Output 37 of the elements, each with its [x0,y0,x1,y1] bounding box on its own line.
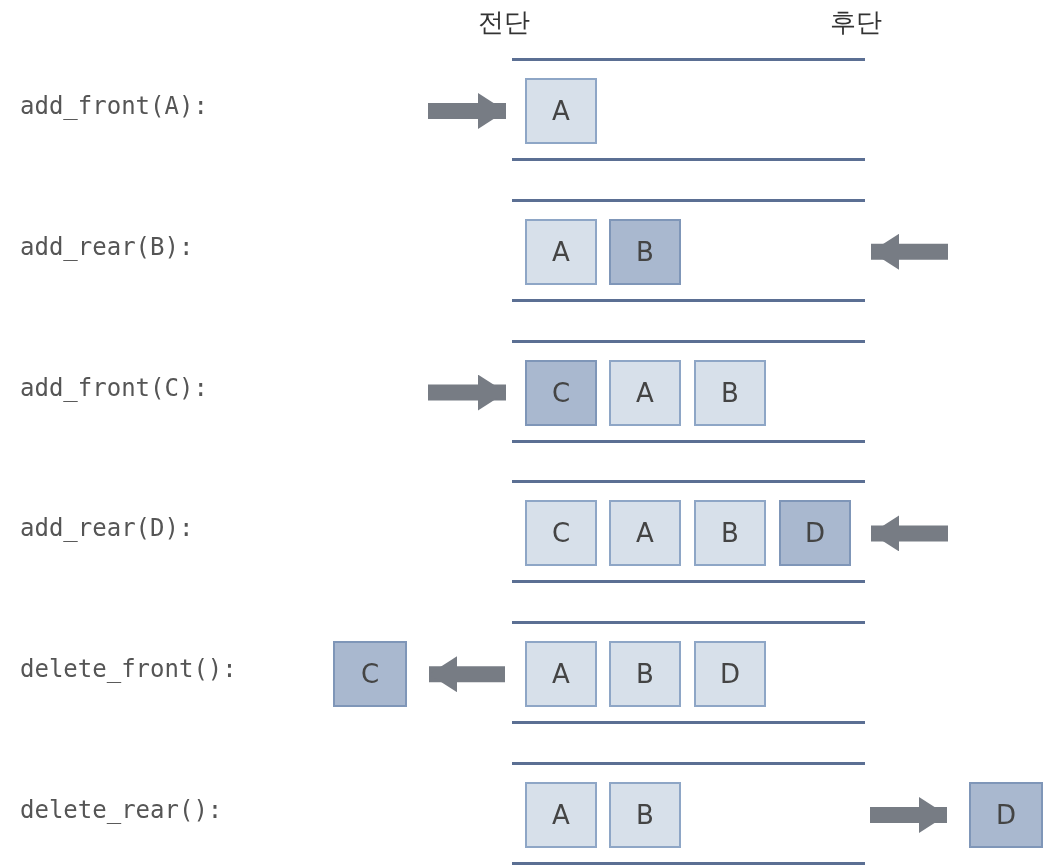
element-box: A [609,500,681,567]
element-box: C [333,641,407,708]
deque-band [512,58,865,161]
operation-label: add_front(C): [20,373,208,402]
element-box: A [609,359,681,426]
arrow [428,374,506,411]
element-box: B [609,218,681,285]
arrow [428,93,506,129]
element-box: D [969,782,1043,848]
element-box: B [609,782,681,848]
deque-band [512,621,865,725]
deque-band [512,480,865,584]
arrow [871,233,948,270]
operation-label: add_rear(B): [20,232,194,261]
arrow [870,797,947,833]
deque-band [512,198,865,302]
element-box: D [779,500,851,567]
element-box: A [525,782,597,848]
operation-label: delete_front(): [20,655,237,684]
element-box: A [525,78,597,144]
element-box: C [525,359,597,426]
deque-band [512,339,865,443]
element-box: D [694,641,766,708]
arrow [429,656,505,693]
deque-band [512,762,865,865]
element-box: B [694,500,766,567]
element-box: A [525,218,597,285]
element-box: A [525,641,597,708]
end-label: 전단 [478,6,530,39]
end-label: 후단 [830,6,882,39]
arrow [871,515,948,552]
operation-label: add_rear(D): [20,514,194,543]
element-box: B [609,641,681,708]
operation-label: add_front(A): [20,92,208,120]
element-box: B [694,359,766,426]
operation-label: delete_rear(): [20,796,223,824]
element-box: C [525,500,597,567]
